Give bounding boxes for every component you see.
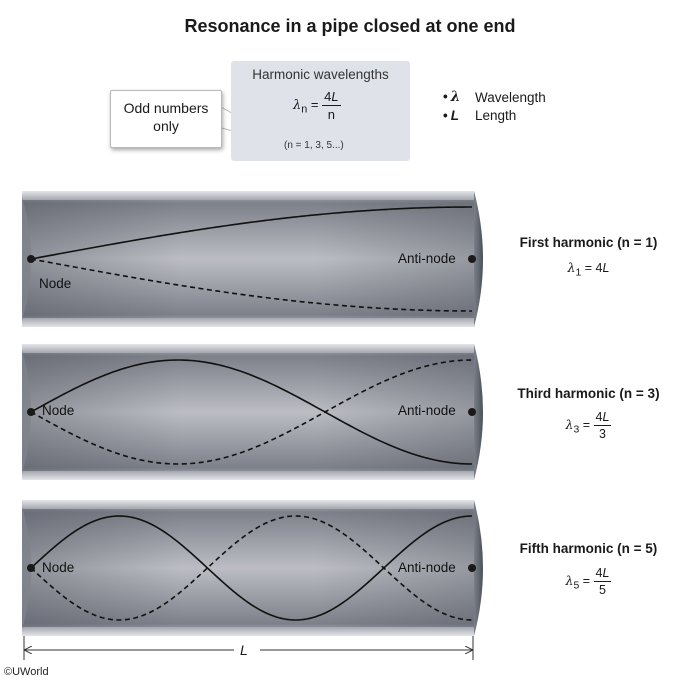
node-dot-third (27, 408, 35, 416)
pipe-shading-fifth (22, 509, 474, 627)
formula-heading: Harmonic wavelengths (252, 67, 389, 82)
odd-values-note: (n = 1, 3, 5...) (284, 140, 344, 151)
legend-item-length: •L Length (443, 107, 517, 123)
page-title: Resonance in a pipe closed at one end (184, 16, 516, 36)
formula-numerator-symbol: L (331, 89, 339, 104)
wave-dashed-fifth (30, 515, 473, 621)
legend-symbol-lambda: λ (450, 89, 461, 105)
pipe-closed-end-first (22, 197, 31, 321)
legend-meaning-wavelength: Wavelength (475, 89, 546, 105)
pipe-open-end-third (474, 344, 483, 480)
fifth-harmonic-label: Fifth harmonic (n = 5) (519, 541, 658, 556)
antinode-dot-first (468, 255, 476, 263)
antinode-dot-fifth (468, 564, 476, 572)
node-label-first: Node (39, 276, 72, 291)
harmonic-wavelength-formula: λn = 4L n (293, 89, 341, 122)
antinode-label-third: Anti-node (398, 403, 456, 418)
copyright: ©UWorld (4, 666, 49, 678)
wave-dashed-third (30, 359, 473, 465)
node-dot-fifth (27, 564, 35, 572)
legend-meaning-length: Length (475, 107, 517, 123)
formula-fraction: 4L n (322, 89, 341, 122)
pipe-open-end-fifth (474, 500, 483, 636)
wave-dashed-first (30, 258, 472, 312)
node-dot-first (27, 255, 35, 263)
symbol-legend: •λ Wavelength •L Length (443, 88, 546, 124)
antinode-dot-third (468, 408, 476, 416)
lambda-symbol: λ (293, 97, 302, 113)
formula-denominator: n (327, 107, 335, 122)
antinode-label-fifth: Anti-node (398, 560, 456, 575)
formula-numerator-number: 4 (324, 89, 332, 104)
wave-solid-fifth (30, 515, 473, 621)
callout-line-1: Odd numbers (123, 100, 209, 116)
antinode-label-first: Anti-node (398, 251, 456, 266)
pipe-shading-first (22, 200, 474, 318)
wave-solid-third (30, 359, 473, 465)
first-harmonic-formula: λ1 = 4L (567, 260, 610, 279)
harmonic-formula-box: Harmonic wavelengths λn = 4L n (n = 1, 3… (231, 61, 410, 161)
pipe-shading-third (22, 353, 474, 471)
callout-line-2: only (153, 118, 179, 134)
node-label-third: Node (42, 403, 75, 418)
length-label: L (240, 642, 248, 658)
pipe-closed-end-third (22, 350, 31, 474)
third-harmonic-label: Third harmonic (n = 3) (517, 386, 660, 401)
legend-item-wavelength: •λ Wavelength (443, 89, 546, 105)
pipe-open-end-first (474, 191, 483, 327)
node-label-fifth: Node (42, 560, 75, 575)
pipe-closed-end-fifth (22, 506, 31, 630)
legend-symbol-length: L (450, 107, 459, 123)
wave-solid-first (30, 206, 472, 260)
first-harmonic-label: First harmonic (n = 1) (519, 235, 658, 250)
odd-numbers-callout: Odd numbers only (110, 90, 222, 148)
formula-subscript: n (301, 103, 308, 116)
